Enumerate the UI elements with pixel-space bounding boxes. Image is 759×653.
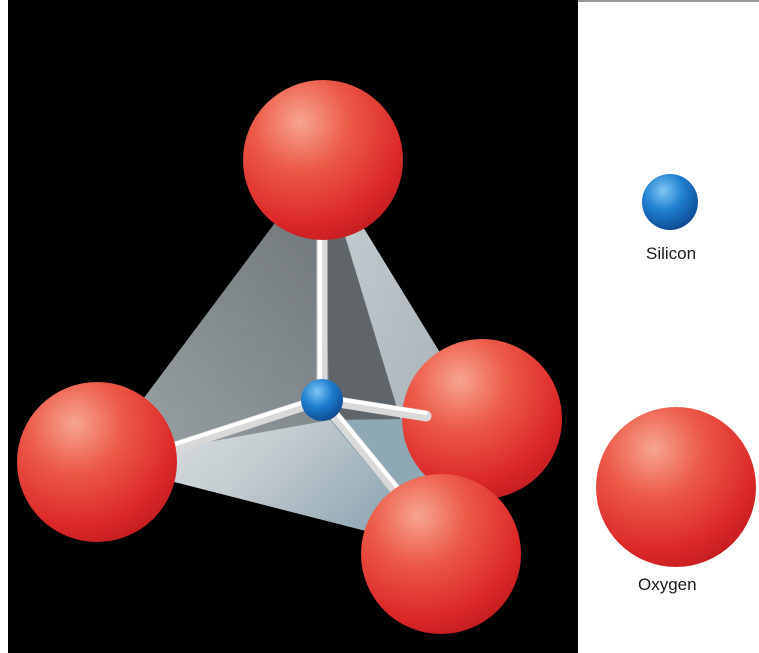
legend-oxygen-label: Oxygen: [638, 575, 697, 594]
oxygen-atom-bottom: [361, 474, 521, 634]
bond-right: [332, 396, 432, 422]
oxygen-atom-top: [243, 80, 403, 240]
bonds: [154, 219, 432, 506]
silicon-atom-center: [301, 379, 343, 421]
legend-oxygen-swatch: [596, 407, 756, 567]
legend-silicon-swatch: [642, 174, 698, 230]
tetrahedron-left-face: [96, 160, 330, 462]
legend-silicon-label: Silicon: [646, 244, 697, 263]
oxygen-atom-right: [402, 339, 562, 499]
bond-bottom: [326, 406, 410, 506]
tetrahedron-bottom-face: [96, 420, 440, 550]
bond-left: [154, 398, 314, 458]
oxygen-atom-left: [17, 382, 177, 542]
